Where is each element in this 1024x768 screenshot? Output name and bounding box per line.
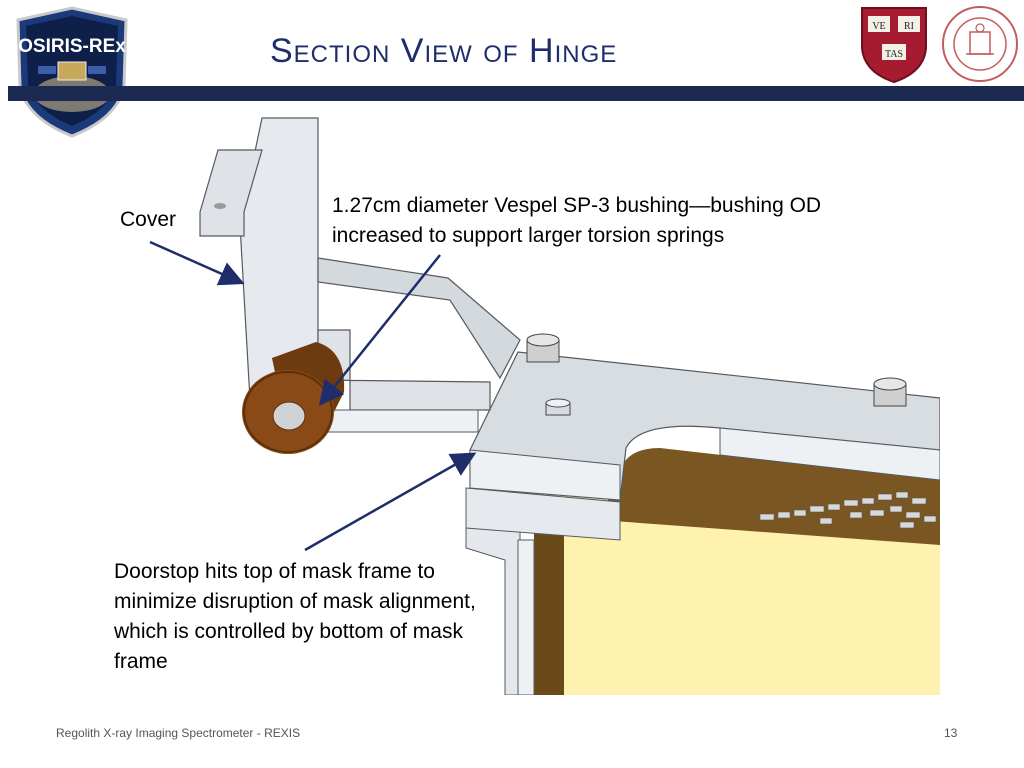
cover-base (317, 329, 491, 411)
hinge-section-figure (199, 117, 940, 695)
harvard-cell-tas: TAS (885, 49, 903, 60)
bushing-label: 1.27cm diameter Vespel SP-3 bushing—bush… (332, 194, 822, 247)
harvard-shield-logo: VE RI TAS (861, 7, 927, 84)
mit-seal-logo (942, 6, 1018, 82)
slide-title: Section View of Hinge (270, 32, 618, 70)
mask-frame-side (534, 525, 564, 695)
cover-label: Cover (120, 208, 177, 231)
cover-tab (199, 149, 263, 237)
doorstop-label: Doorstop hits top of mask frame to minim… (114, 560, 476, 673)
mask-frame-brown (600, 448, 940, 545)
title-divider-bar (8, 86, 1024, 101)
cover-screw-hole (214, 203, 226, 209)
top-plate-step (719, 427, 940, 481)
mask-pattern (759, 491, 937, 529)
bushing (242, 342, 345, 454)
page-number: 13 (944, 726, 958, 740)
osiris-logo-text: OSIRIS-REx (18, 36, 126, 57)
bolt-3 (545, 398, 571, 416)
harvard-cell-ve: VE (872, 21, 885, 32)
bolt-1 (526, 333, 560, 363)
bolt-2 (873, 377, 907, 407)
harvard-cell-ri: RI (904, 21, 914, 32)
footer-text: Regolith X-ray Imaging Spectrometer - RE… (56, 726, 301, 740)
frame-wall-inner (517, 539, 535, 695)
